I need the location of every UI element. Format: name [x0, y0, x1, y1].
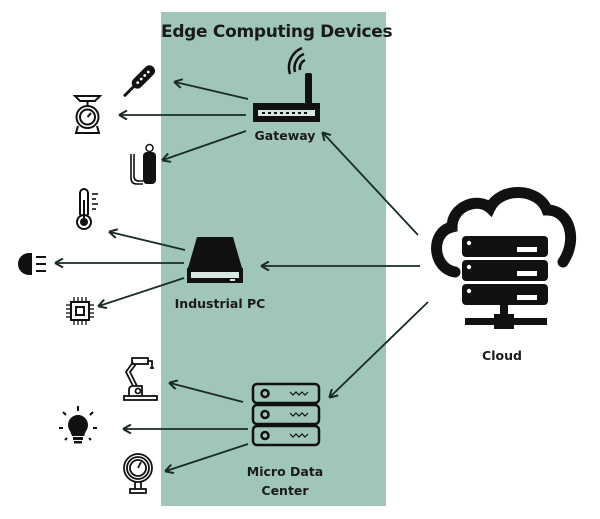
- light-bulb-icon: [59, 406, 97, 444]
- arrow-cloud-to-micro-data-center: [330, 301, 429, 397]
- headlight-icon: [18, 253, 46, 275]
- arrow-gateway-to-probe: [175, 82, 249, 100]
- router-wifi-icon: [253, 46, 320, 122]
- drive-bay-icon: [187, 237, 243, 283]
- arrow-mdc-to-robot: [170, 383, 244, 403]
- arrow-ipc-to-chip: [99, 277, 185, 306]
- arrow-cloud-to-gateway: [323, 133, 419, 236]
- gas-cylinder-icon: [130, 143, 156, 185]
- arrow-mdc-to-gauge: [166, 443, 249, 471]
- micro-data-center-label-line1: Micro Data: [246, 464, 324, 479]
- arrow-ipc-to-thermometer: [110, 232, 186, 251]
- micro-data-center-label: Micro Data Center: [240, 462, 330, 500]
- robot-arm-icon: [123, 357, 158, 401]
- panel-title: Edge Computing Devices: [161, 22, 393, 42]
- cloud-label: Cloud: [482, 348, 522, 363]
- cloud-server-icon: [431, 187, 577, 329]
- thermometer-icon: [76, 188, 98, 230]
- weighing-scale-icon: [72, 95, 103, 134]
- server-rack-icon: [251, 382, 321, 447]
- thermometer-probe-icon: [123, 65, 156, 97]
- microchip-icon: [66, 297, 94, 325]
- gateway-label: Gateway: [254, 128, 316, 143]
- industrial-pc-label: Industrial PC: [174, 296, 266, 311]
- micro-data-center-label-line2: Center: [261, 483, 309, 498]
- arrow-gateway-to-cylinder: [163, 130, 247, 160]
- pressure-gauge-icon: [123, 453, 153, 494]
